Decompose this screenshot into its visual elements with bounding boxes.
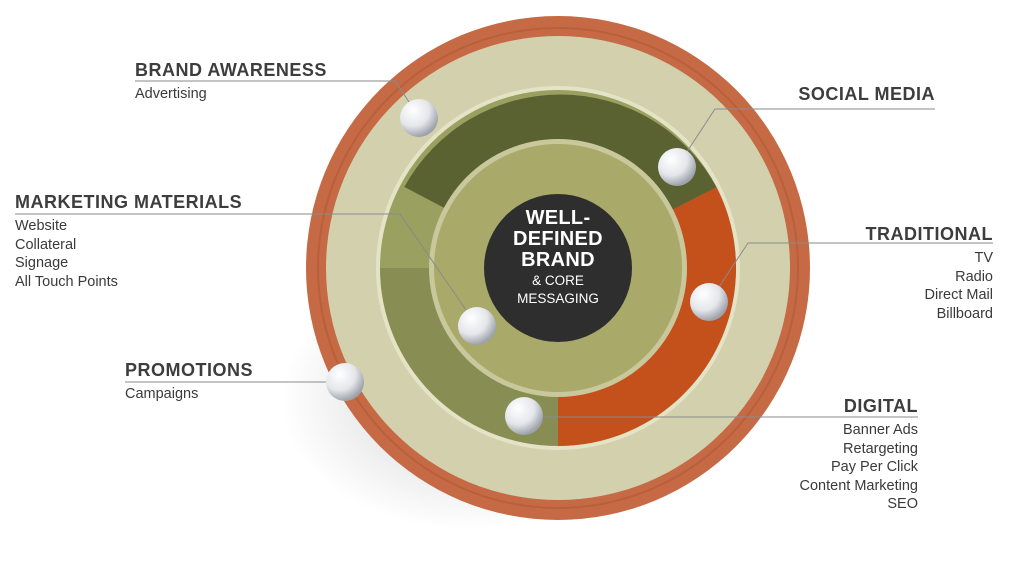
marketing-materials-line <box>15 213 478 327</box>
outer-ring-rim <box>317 27 799 509</box>
social-media-title: SOCIAL MEDIA <box>798 84 935 104</box>
digital-item: Content Marketing <box>799 477 918 494</box>
brand-awareness-marker <box>400 99 438 137</box>
digital-item: SEO <box>887 496 918 512</box>
center-label: WELL- DEFINED BRAND & CORE MESSAGING <box>486 208 630 307</box>
marketing-materials-item: Website <box>15 218 68 234</box>
marketing-materials-item: Signage <box>15 255 69 271</box>
markers <box>326 99 728 435</box>
digital-title: DIGITAL <box>843 396 918 416</box>
promotions-marker <box>326 363 364 401</box>
brand-awareness-label: BRAND AWARENESS Advertising <box>135 60 327 104</box>
traditional-item: Billboard <box>936 305 993 322</box>
promotions-title: PROMOTIONS <box>125 360 254 380</box>
marketing-materials-item: Collateral <box>15 236 77 253</box>
traditional-item: Direct Mail <box>924 287 993 303</box>
digital-item: Retargeting <box>843 440 918 457</box>
center-line-2: DEFINED <box>513 228 603 250</box>
marketing-materials-marker <box>458 307 496 345</box>
digital-label: DIGITAL Banner Ads Retargeting Pay Per C… <box>718 396 918 514</box>
social-media-marker <box>658 148 696 186</box>
brand-awareness-title: BRAND AWARENESS <box>135 60 327 80</box>
center-sub-1: & CORE <box>532 273 584 288</box>
center-line-3: BRAND <box>521 249 595 271</box>
promotions-item: Campaigns <box>125 386 199 402</box>
marketing-materials-label: MARKETING MATERIALS Website Collateral S… <box>15 192 242 291</box>
digital-item: Banner Ads <box>843 422 918 438</box>
promotions-label: PROMOTIONS Campaigns <box>125 360 253 404</box>
marketing-materials-title: MARKETING MATERIALS <box>15 192 243 212</box>
traditional-label: TRADITIONAL TV Radio Direct Mail Billboa… <box>793 224 993 323</box>
digital-marker <box>505 397 543 435</box>
center-line-1: WELL- <box>525 207 591 229</box>
traditional-title: TRADITIONAL <box>865 224 993 244</box>
marketing-materials-item: All Touch Points <box>15 273 118 290</box>
social-media-label: SOCIAL MEDIA <box>735 84 935 104</box>
traditional-line <box>708 242 993 303</box>
digital-item: Pay Per Click <box>830 459 918 475</box>
traditional-marker <box>690 283 728 321</box>
social-media-line <box>676 108 935 168</box>
traditional-item: Radio <box>955 268 993 285</box>
brand-awareness-item: Advertising <box>135 86 207 102</box>
center-sub-2: MESSAGING <box>517 291 599 306</box>
center-circle <box>484 194 632 342</box>
traditional-item: TV <box>974 250 993 266</box>
